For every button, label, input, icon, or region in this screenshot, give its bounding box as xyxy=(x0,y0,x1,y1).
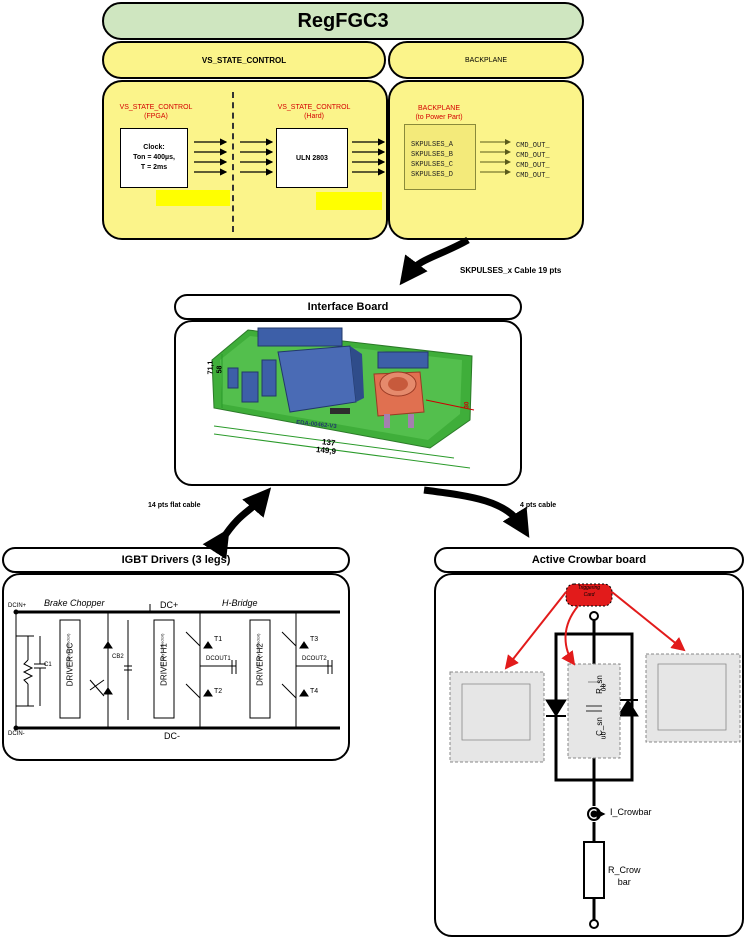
hbridge-label: H-Bridge xyxy=(222,598,258,608)
igbt-schematic xyxy=(13,604,340,731)
cmd-out-a: CMD_OUT_ xyxy=(516,142,550,150)
skpulses-box: SKPULSES_A SKPULSES_B SKPULSES_C SKPULSE… xyxy=(404,124,476,190)
fpga-highlight xyxy=(156,190,230,206)
dcout1-label: DCOUT1 xyxy=(206,656,231,662)
dc-minus-label: DC- xyxy=(164,731,180,741)
four-pts-cable-arrow xyxy=(423,486,530,538)
t1-label: T1 xyxy=(214,636,223,643)
flat-cable-label: 14 pts flat cable xyxy=(148,502,201,509)
backplane-power-label: BACKPLANE(to Power Part) xyxy=(415,105,463,121)
c1-label: C1 xyxy=(44,662,52,668)
cmd-out-b: CMD_OUT_ xyxy=(516,152,550,160)
dim-149: 149,9 xyxy=(315,444,337,457)
dcin-plus-label: DCIN+ xyxy=(8,603,27,609)
clock-box: Clock: Ton = 400µs, T = 2ms xyxy=(120,128,188,188)
cmd-out-d: CMD_OUT_ xyxy=(516,172,550,180)
cb2-label: CB2 xyxy=(112,654,124,660)
igbt-drivers-header: IGBT Drivers (3 legs) xyxy=(2,547,350,573)
regfgc3-title: RegFGC3 xyxy=(297,10,389,32)
dim-71: 71,1 xyxy=(207,360,215,375)
t4-label: T4 xyxy=(310,688,319,695)
dcin-minus-label: DCIN- xyxy=(8,731,25,737)
skpulses-d: SKPULSES_D xyxy=(411,171,454,179)
brake-chopper-label: Brake Chopper xyxy=(44,598,105,608)
dim-58: 58 xyxy=(216,365,224,374)
interface-board-header: Interface Board xyxy=(174,294,522,320)
connector-label-h2: (12 way connector) xyxy=(255,633,261,668)
backplane-header-label: BACKPLANE xyxy=(464,57,508,64)
hard-highlight xyxy=(316,192,382,210)
uln2803-box: ULN 2803 xyxy=(276,128,348,188)
skpulses-b: SKPULSES_B xyxy=(411,151,454,159)
skpulses-a: SKPULSES_A xyxy=(411,141,454,149)
regfgc3-header: RegFGC3 xyxy=(102,2,584,40)
interface-board-title: Interface Board xyxy=(307,301,389,313)
skpulses-cable-label: SKPULSES_x Cable 19 pts xyxy=(460,266,562,275)
backplane-arrows xyxy=(480,139,511,175)
fpga-hard-divider xyxy=(232,92,234,232)
signal-arrows xyxy=(194,138,386,176)
dc-plus-label: DC+ xyxy=(160,600,179,610)
connector-label-h1: (12 way connector) xyxy=(159,633,165,668)
t2-label: T2 xyxy=(214,688,223,695)
crowbar-schematic xyxy=(449,611,741,929)
flat-cable-arrow xyxy=(202,487,272,560)
cmd-out-c: CMD_OUT_ xyxy=(516,162,550,170)
dcout2-label: DCOUT2 xyxy=(302,656,327,662)
cmd-out-list: CMD_OUT_ CMD_OUT_ CMD_OUT_ CMD_OUT_ xyxy=(516,141,550,181)
t3-label: T3 xyxy=(310,636,319,643)
hard-label: VS_STATE_CONTROL(Hard) xyxy=(277,104,351,120)
i-crowbar-label: I_Crowbar xyxy=(610,807,652,817)
interface-pcb-drawing xyxy=(211,327,475,469)
fpga-label: VS_STATE_CONTROL(FPGA) xyxy=(119,104,193,120)
connector-label-bc: (12 way connector) xyxy=(65,633,71,668)
skpulses-c: SKPULSES_C xyxy=(411,161,454,169)
dim-30: 30 xyxy=(464,401,471,409)
four-pts-cable-label: 4 pts cable xyxy=(520,502,557,509)
vs-state-control-header-label: VS_STATE_CONTROL xyxy=(201,56,287,65)
crowbar-header: Active Crowbar board xyxy=(434,547,744,573)
triggering-card xyxy=(504,583,686,670)
r-snub-sub: ub xyxy=(600,683,608,692)
backplane-header: BACKPLANE xyxy=(388,41,584,79)
vs-state-control-header: VS_STATE_CONTROL xyxy=(102,41,386,79)
c-snub-sub: ub xyxy=(600,731,608,740)
crowbar-title: Active Crowbar board xyxy=(531,554,647,566)
skpulses-cable-arrow xyxy=(399,236,470,286)
